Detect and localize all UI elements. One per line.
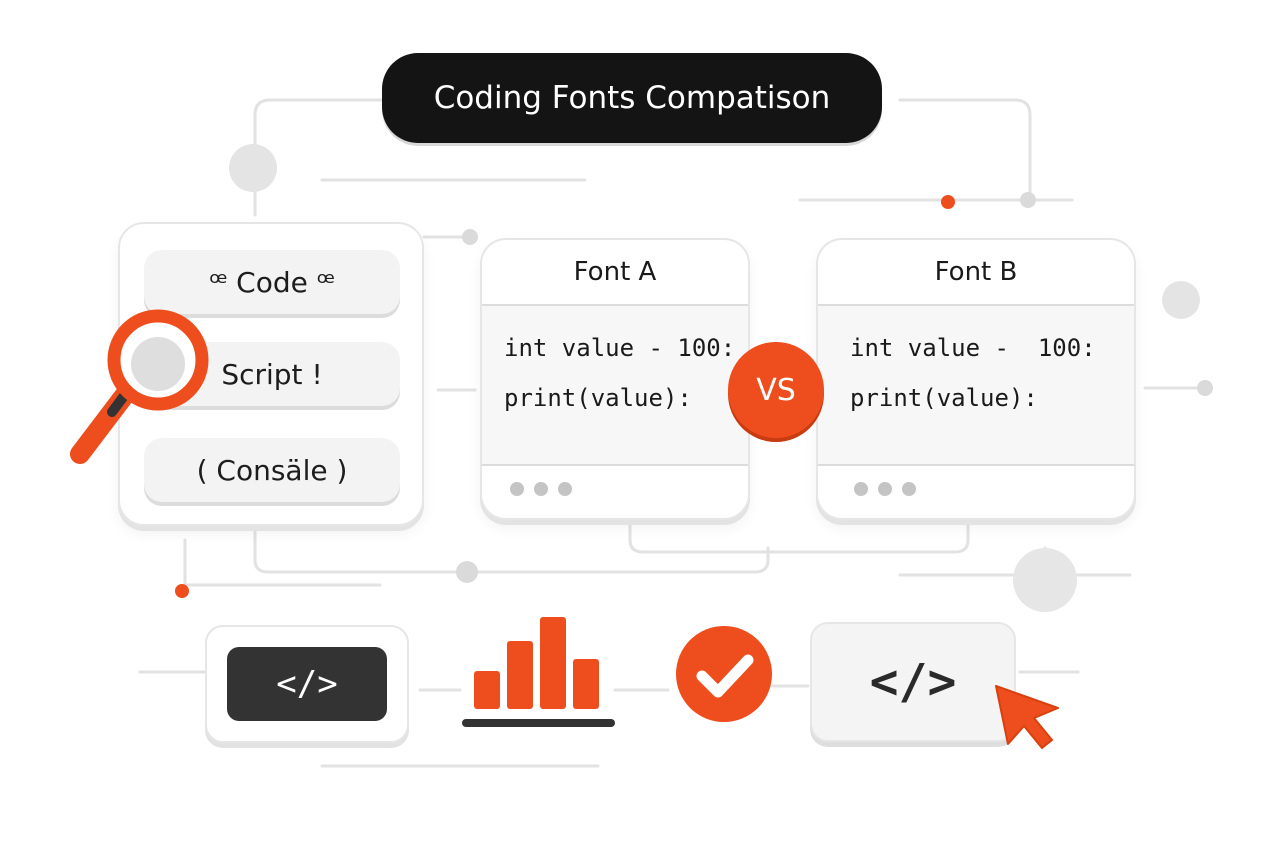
- font-a-title: Font A: [482, 240, 748, 306]
- font-a-card: Font A int value - 100: print(value):: [480, 238, 750, 520]
- magnifier-icon: [70, 309, 209, 464]
- decorative-dot: [1013, 548, 1077, 612]
- accent-dot: [941, 195, 955, 209]
- decorative-dot: [229, 144, 277, 192]
- cursor-pointer-icon: [995, 685, 1059, 749]
- menu-item-console[interactable]: ( Consäle ): [144, 438, 400, 502]
- bar-chart-icon: [462, 617, 615, 727]
- code-tag-dark: </>: [227, 647, 387, 721]
- menu-item-code[interactable]: ꟹ Code ꟹ: [144, 250, 400, 314]
- menu-item-label: Script !: [221, 357, 323, 391]
- font-a-code-sample: int value - 100: print(value):: [482, 306, 748, 466]
- code-line: print(value):: [504, 384, 692, 412]
- page-title: Coding Fonts Compatison: [382, 53, 882, 143]
- code-line: int value - 100:: [504, 334, 736, 362]
- font-b-title: Font B: [818, 240, 1134, 306]
- code-line: print(value):: [850, 384, 1038, 412]
- decorative-dot: [456, 561, 478, 583]
- more-dots-icon: [818, 466, 1134, 496]
- checkmark-icon: [676, 626, 772, 722]
- decorative-dot: [462, 229, 478, 245]
- more-dots-icon: [482, 466, 748, 496]
- accent-dot: [175, 584, 189, 598]
- vs-badge: VS: [728, 342, 824, 438]
- code-tag-light[interactable]: </>: [810, 622, 1016, 742]
- decorative-dot: [1162, 281, 1200, 319]
- code-line: int value - 100:: [850, 334, 1096, 362]
- menu-item-label: ( Consäle ): [196, 453, 348, 487]
- menu-item-label: ꟹ Code ꟹ: [209, 265, 335, 299]
- font-b-code-sample: int value - 100: print(value):: [818, 306, 1134, 466]
- decorative-dot: [1197, 380, 1213, 396]
- decorative-dot: [1020, 192, 1036, 208]
- font-b-card: Font B int value - 100: print(value):: [816, 238, 1136, 520]
- code-tag-card: </>: [205, 625, 409, 743]
